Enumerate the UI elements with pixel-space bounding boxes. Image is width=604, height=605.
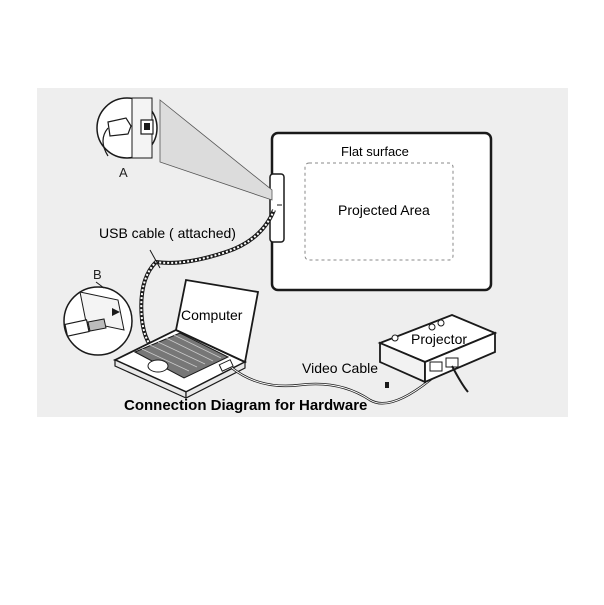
projector-port-1: [429, 361, 443, 372]
sensor-device: [269, 173, 285, 243]
usb-port-inner: [144, 123, 150, 130]
laptop-screen: [174, 278, 260, 364]
callout-b-label: B: [93, 267, 102, 282]
usb-label-leader: [149, 249, 161, 269]
projector-label: Projector: [411, 331, 468, 347]
callout-a-label: A: [119, 165, 128, 180]
computer-label: Computer: [181, 307, 243, 323]
usb-plug-b-icon: [64, 319, 90, 337]
usb-plug-a-cable: [102, 127, 109, 157]
laptop-keyboard-grid: [141, 334, 222, 372]
usb-cable-label: USB cable ( attached): [99, 225, 236, 241]
flat-surface-label: Flat surface: [341, 144, 409, 159]
callout-a-beam: [159, 99, 273, 201]
usb-plug-a-icon: [107, 117, 132, 137]
projector-lens: [391, 334, 399, 342]
projector-power-cable: [451, 365, 469, 393]
projector-button-1: [428, 323, 436, 331]
projected-area-label: Projected Area: [338, 202, 430, 218]
laptop-base-side: [185, 361, 246, 399]
diagram-title: Connection Diagram for Hardware: [124, 397, 368, 414]
callout-b-leader: [95, 281, 105, 289]
usb-plug-b-tip: [87, 318, 107, 332]
laptop-trackpad: [147, 359, 169, 373]
video-cable-label: Video Cable: [302, 360, 379, 376]
usb-cable-braid: [140, 209, 275, 353]
projector-foot: [385, 382, 389, 388]
projector-button-2: [437, 319, 445, 327]
laptop-keyboard: [133, 332, 230, 379]
projector-port-2: [445, 357, 459, 368]
video-port: [218, 359, 234, 372]
usb-port-b-icon: [112, 308, 120, 316]
callout-b-laptop-edge: [79, 291, 125, 331]
